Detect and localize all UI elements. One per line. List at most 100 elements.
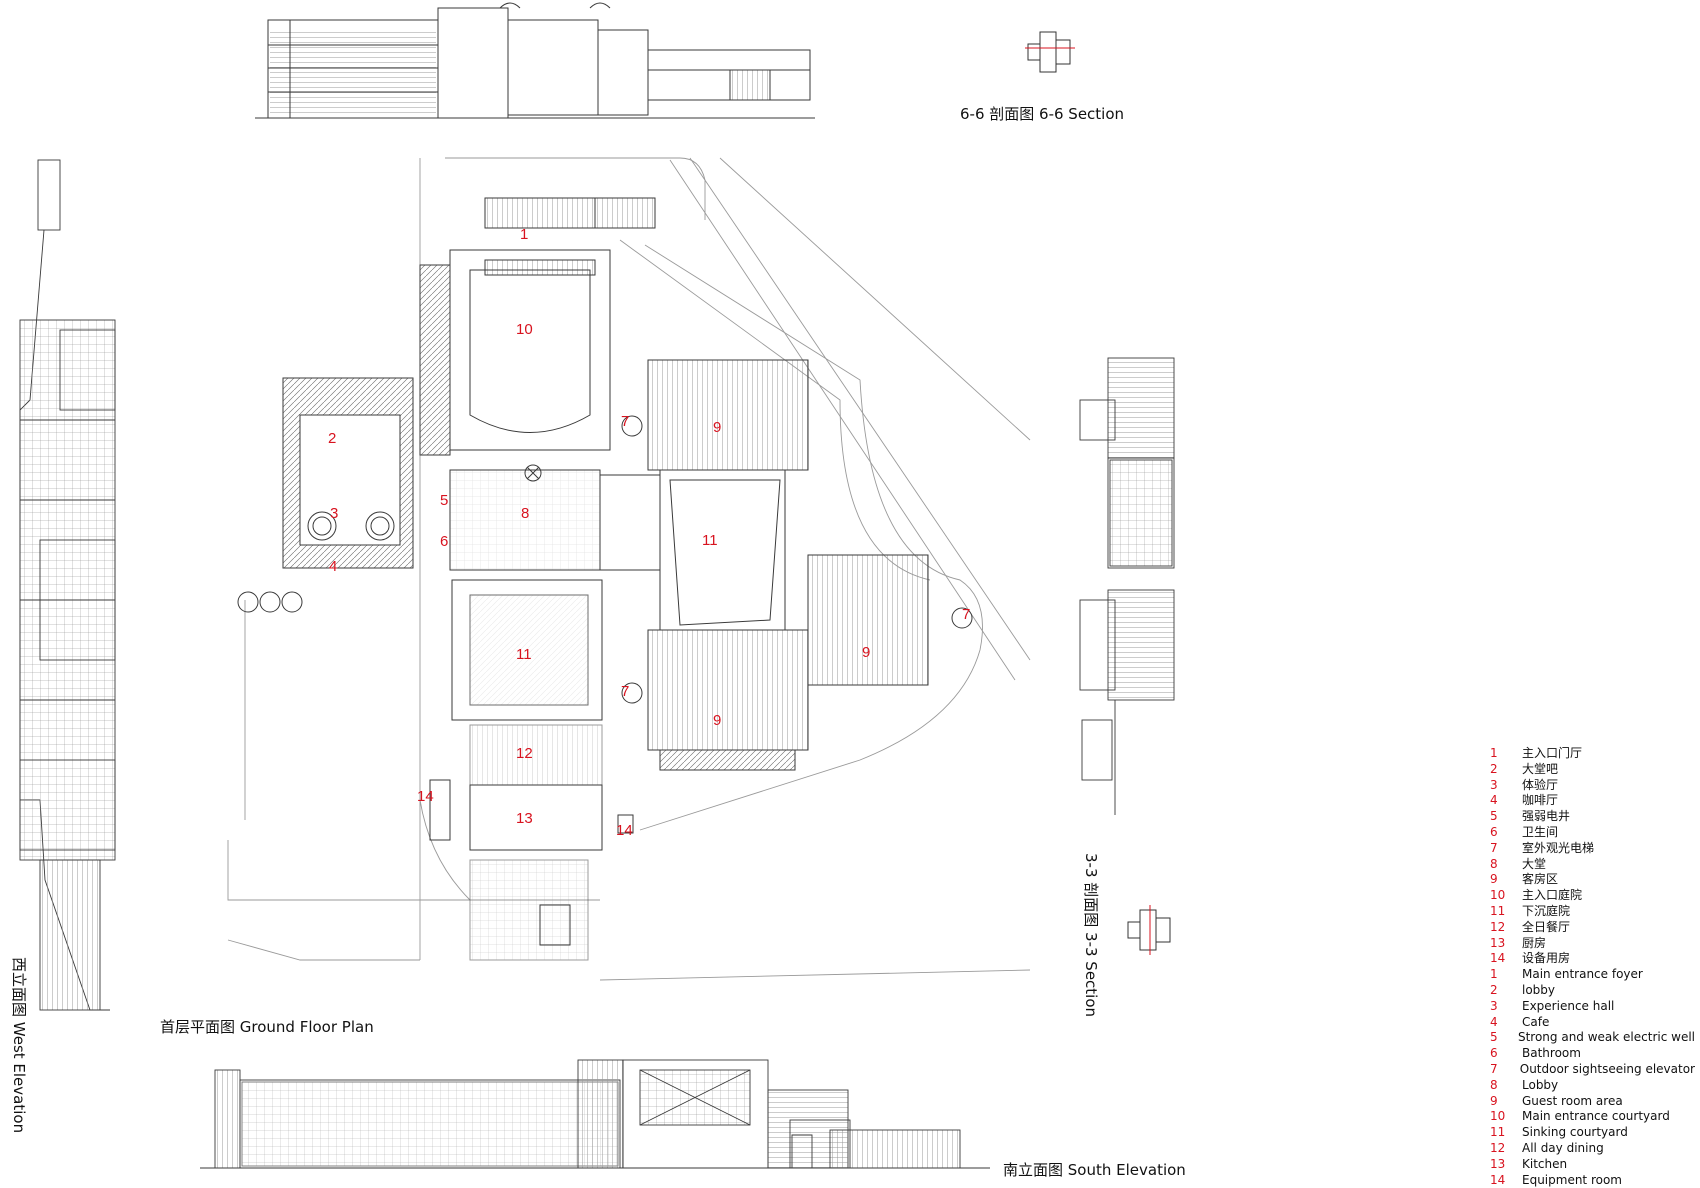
legend-number: 6	[1490, 824, 1498, 839]
legend-item: 1 主入口门厅	[1490, 746, 1695, 762]
key-plan-3-3	[1127, 905, 1171, 955]
legend-text: All day dining	[1522, 1140, 1604, 1155]
legend-text: 强弱电井	[1522, 809, 1571, 824]
legend: 1 主入口门厅 2 大堂吧 3 体验厅 4 咖啡厅 5 强弱电井 6 卫生间 7 室外观光电梯…	[1490, 746, 1695, 1188]
legend-item: 11 下沉庭院	[1490, 904, 1695, 920]
legend-item: 7 室外观光电梯	[1490, 841, 1695, 857]
legend-text: Sinking courtyard	[1522, 1125, 1628, 1140]
legend-number: 2	[1490, 761, 1498, 776]
legend-item: 5 强弱电井	[1490, 809, 1695, 825]
legend-text: 下沉庭院	[1522, 903, 1571, 918]
legend-number: 2	[1490, 982, 1498, 997]
plan-building	[237, 197, 973, 961]
room-number-elevator-sw: 7	[621, 683, 630, 700]
legend-text: 全日餐厅	[1522, 919, 1571, 934]
legend-number: 11	[1490, 1125, 1506, 1140]
legend-item: 9 客房区	[1490, 872, 1695, 888]
legend-text: Cafe	[1522, 1014, 1550, 1029]
legend-text: 咖啡厅	[1522, 793, 1559, 808]
legend-number: 10	[1490, 1109, 1506, 1124]
south-elevation-caption: 南立面图 South Elevation	[1003, 1161, 1186, 1179]
legend-number: 8	[1490, 856, 1498, 871]
legend-text: Guest room area	[1522, 1093, 1623, 1108]
room-number-equipment-room-w: 14	[417, 788, 434, 805]
legend-number: 5	[1490, 809, 1498, 824]
legend-number: 12	[1490, 919, 1506, 934]
legend-number: 5	[1490, 1030, 1498, 1045]
legend-number: 13	[1490, 1156, 1506, 1171]
legend-number: 9	[1490, 1093, 1498, 1108]
legend-number: 8	[1490, 1077, 1498, 1092]
legend-text: Outdoor sightseeing elevator	[1519, 1061, 1695, 1076]
room-number-sinking-courtyard-w: 11	[516, 646, 532, 663]
room-number-lobby: 8	[521, 505, 530, 522]
legend-item: 14 设备用房	[1490, 951, 1695, 967]
legend-text: 大堂	[1522, 856, 1547, 871]
legend-text: 室外观光电梯	[1522, 840, 1595, 855]
legend-text: 主入口门厅	[1522, 746, 1583, 760]
room-number-bathroom: 6	[440, 533, 449, 550]
legend-number: 1	[1490, 967, 1498, 982]
legend-text: 主入口庭院	[1522, 888, 1583, 903]
ground-floor-plan-caption: 首层平面图 Ground Floor Plan	[160, 1018, 374, 1036]
legend-number: 14	[1490, 1172, 1506, 1187]
legend-text: 体验厅	[1522, 777, 1559, 792]
legend-text: 客房区	[1522, 872, 1559, 887]
legend-number: 7	[1490, 840, 1498, 855]
section-3-3-drawing	[1079, 357, 1175, 815]
room-number-equipment-room-s: 14	[616, 822, 633, 839]
room-number-guest-rooms-e: 9	[862, 644, 871, 661]
legend-item: 8 Lobby	[1490, 1078, 1695, 1094]
legend-number: 3	[1490, 777, 1498, 792]
room-number-electric-well: 5	[440, 492, 449, 509]
legend-item: 9 Guest room area	[1490, 1094, 1695, 1110]
legend-item: 2 大堂吧	[1490, 762, 1695, 778]
legend-number: 1	[1490, 746, 1498, 760]
legend-item: 3 体验厅	[1490, 778, 1695, 794]
legend-item: 6 卫生间	[1490, 825, 1695, 841]
south-elevation-drawing	[200, 1059, 990, 1169]
room-number-elevator-nw: 7	[621, 413, 630, 430]
legend-text: Kitchen	[1522, 1156, 1568, 1171]
legend-number: 14	[1490, 951, 1506, 966]
legend-text: 大堂吧	[1522, 761, 1559, 776]
legend-number: 4	[1490, 1014, 1498, 1029]
legend-text: Experience hall	[1522, 998, 1615, 1013]
legend-item: 12 全日餐厅	[1490, 920, 1695, 936]
legend-number: 10	[1490, 888, 1506, 903]
room-number-guest-rooms-s: 9	[713, 712, 722, 729]
section-3-3-caption: 3-3 剖面图 3-3 Section	[1082, 853, 1100, 1018]
legend-item: 1 Main entrance foyer	[1490, 967, 1695, 983]
room-number-lobby-bar: 2	[328, 430, 337, 447]
legend-item: 4 咖啡厅	[1490, 793, 1695, 809]
room-number-sinking-courtyard-e: 11	[702, 532, 718, 549]
legend-number: 9	[1490, 872, 1498, 887]
legend-text: 厨房	[1522, 935, 1547, 950]
legend-item: 8 大堂	[1490, 857, 1695, 873]
legend-item: 11 Sinking courtyard	[1490, 1125, 1695, 1141]
room-number-guest-rooms-n: 9	[713, 419, 722, 436]
west-elevation-drawing	[19, 159, 116, 1011]
legend-text: Lobby	[1522, 1077, 1559, 1092]
section-6-6-caption: 6-6 剖面图 6-6 Section	[960, 105, 1125, 123]
legend-item: 4 Cafe	[1490, 1015, 1695, 1031]
legend-number: 11	[1490, 903, 1506, 918]
legend-item: 13 Kitchen	[1490, 1157, 1695, 1173]
legend-text: Main entrance foyer	[1522, 967, 1643, 982]
legend-text: 卫生间	[1522, 824, 1559, 839]
legend-text: Bathroom	[1522, 1046, 1581, 1061]
legend-text: 设备用房	[1522, 951, 1571, 966]
legend-number: 4	[1490, 793, 1498, 808]
section-6-6-drawing	[255, 2, 815, 119]
room-number-kitchen: 13	[516, 810, 533, 827]
room-number-cafe: 4	[329, 558, 338, 575]
legend-number: 3	[1490, 998, 1498, 1013]
